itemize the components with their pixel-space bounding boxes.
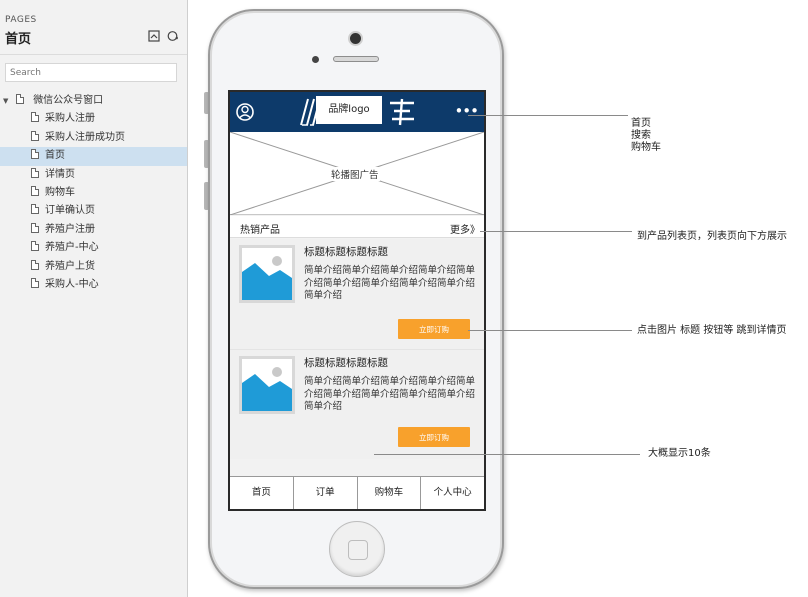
- annotation-header-item: 首页: [631, 118, 651, 129]
- order-now-button[interactable]: 立即订购: [398, 319, 470, 339]
- image-icon: [242, 248, 292, 300]
- annotation-line: [468, 115, 628, 116]
- order-now-button[interactable]: 立即订购: [398, 427, 470, 447]
- pages-panel: PAGES 首页 ▼ 微信公众号窗口 采购人注册采购人注册成功页首页详情页购物车…: [0, 0, 188, 597]
- annotation-header: 首页 搜索 购物车: [631, 118, 661, 154]
- add-page-icon[interactable]: [167, 30, 179, 42]
- page-tree-item-label: 养殖户上货: [45, 260, 95, 272]
- banner-label: 轮播图广告: [330, 167, 380, 181]
- more-icon[interactable]: •••: [454, 102, 479, 120]
- product-card[interactable]: 标题标题标题标题 简单介绍简单介绍简单介绍简单介绍简单介绍简单介绍简单介绍简单介…: [230, 349, 484, 459]
- page-tree-item-label: 采购人注册成功页: [45, 131, 125, 143]
- document-icon: [31, 185, 39, 196]
- product-image[interactable]: [239, 356, 295, 414]
- document-icon: [31, 167, 39, 178]
- document-icon: [31, 130, 39, 141]
- bottom-tab-bar: 首页 订单 购物车 个人中心: [230, 476, 484, 509]
- page-search-input[interactable]: [5, 63, 177, 82]
- tree-root-folder[interactable]: ▼ 微信公众号窗口: [0, 92, 187, 110]
- tree-root-label: 微信公众号窗口: [33, 95, 104, 106]
- product-description: 简单介绍简单介绍简单介绍简单介绍简单介绍简单介绍简单介绍简单介绍简单介绍简单介绍: [304, 376, 476, 412]
- document-icon: [31, 259, 39, 270]
- page-tree: ▼ 微信公众号窗口 采购人注册采购人注册成功页首页详情页购物车订单确认页养殖户注…: [0, 92, 187, 294]
- page-tree-item[interactable]: 订单确认页: [0, 202, 187, 220]
- page-tree-item-label: 购物车: [45, 186, 75, 198]
- brand-logo[interactable]: 品牌logo: [316, 96, 382, 124]
- product-card[interactable]: 标题标题标题标题 简单介绍简单介绍简单介绍简单介绍简单介绍简单介绍简单介绍简单介…: [230, 239, 484, 349]
- page-tree-item[interactable]: 详情页: [0, 166, 187, 184]
- phone-camera: [350, 33, 361, 44]
- document-icon: [31, 149, 39, 160]
- page-tree-item[interactable]: 采购人-中心: [0, 276, 187, 294]
- annotation-line: [374, 454, 640, 455]
- carousel-banner[interactable]: 轮播图广告: [230, 132, 484, 215]
- document-icon: [31, 241, 39, 252]
- annotation-header-item: 搜索: [631, 130, 651, 141]
- page-tree-item-label: 采购人注册: [45, 113, 95, 125]
- annotation-count: 大概显示10条: [648, 448, 711, 459]
- document-icon: [31, 277, 39, 288]
- tab-profile[interactable]: 个人中心: [433, 487, 472, 498]
- phone-screen: 品牌logo ••• 轮播图广告 热销产品 更多》 标题标题标题标题 简单介绍简…: [228, 90, 486, 511]
- page-tree-item-label: 养殖户注册: [45, 223, 95, 235]
- image-icon: [242, 359, 292, 411]
- hot-products-title: 热销产品: [240, 225, 280, 236]
- top-bar: 品牌logo •••: [230, 92, 484, 132]
- page-tree-item[interactable]: 采购人注册成功页: [0, 129, 187, 147]
- phone-speaker: [333, 56, 379, 62]
- phone-sensor: [312, 56, 319, 63]
- annotation-header-item: 购物车: [631, 142, 661, 153]
- product-title[interactable]: 标题标题标题标题: [304, 357, 388, 369]
- phone-volume-down: [204, 182, 209, 210]
- document-icon: [16, 94, 24, 104]
- product-title[interactable]: 标题标题标题标题: [304, 246, 388, 258]
- document-icon: [31, 112, 39, 123]
- panel-caption: PAGES: [5, 15, 37, 25]
- phone-mute-switch: [204, 92, 209, 114]
- page-tree-item[interactable]: 首页: [0, 147, 187, 166]
- product-description: 简单介绍简单介绍简单介绍简单介绍简单介绍简单介绍简单介绍简单介绍简单介绍简单介绍: [304, 265, 476, 301]
- more-link[interactable]: 更多》: [450, 225, 480, 236]
- page-tree-item[interactable]: 养殖户上货: [0, 258, 187, 276]
- tab-home[interactable]: 首页: [230, 477, 294, 509]
- page-tree-item[interactable]: 购物车: [0, 184, 187, 202]
- page-tree-item-label: 详情页: [45, 168, 75, 180]
- document-icon: [31, 204, 39, 215]
- page-tree-item-label: 采购人-中心: [45, 278, 99, 290]
- page-tree-item-label: 养殖户-中心: [45, 242, 99, 254]
- annotation-more: 到产品列表页，列表页向下方展示: [637, 231, 787, 242]
- phone-home-button: [329, 521, 385, 577]
- page-tree-item[interactable]: 养殖户-中心: [0, 239, 187, 257]
- expand-arrow-icon[interactable]: ▼: [3, 97, 9, 105]
- annotation-click: 点击图片 标题 按钮等 跳到详情页: [637, 325, 787, 336]
- page-tree-item-label: 订单确认页: [45, 205, 95, 217]
- current-page-title: 首页: [5, 32, 32, 47]
- brand-logo-graphic: [298, 95, 418, 129]
- page-tree-item[interactable]: 采购人注册: [0, 110, 187, 128]
- phone-volume-up: [204, 140, 209, 168]
- annotation-line: [480, 231, 632, 232]
- export-icon[interactable]: [148, 30, 160, 42]
- page-tree-item[interactable]: 养殖户注册: [0, 221, 187, 239]
- panel-divider: [0, 54, 187, 55]
- tab-cart[interactable]: 购物车: [358, 477, 422, 509]
- user-icon[interactable]: [236, 102, 254, 122]
- page-tree-item-label: 首页: [45, 150, 65, 162]
- tab-orders[interactable]: 订单: [294, 477, 358, 509]
- document-icon: [31, 222, 39, 233]
- product-image[interactable]: [239, 245, 295, 303]
- annotation-line: [468, 330, 632, 331]
- hot-products-header: 热销产品 更多》: [230, 216, 484, 238]
